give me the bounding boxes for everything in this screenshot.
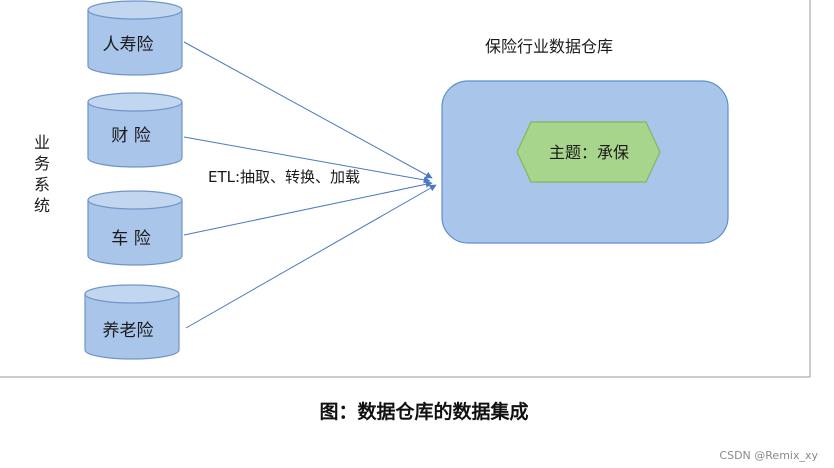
cylinder-body (87, 102, 183, 168)
database-label: 人寿险 (103, 35, 154, 55)
etl-label: ETL:抽取、转换、加载 (208, 168, 360, 186)
database-auto-insurance: 车 险 (87, 190, 183, 266)
warehouse-title: 保险行业数据仓库 (485, 37, 613, 56)
database-label: 养老险 (103, 321, 154, 341)
database-label: 财 险 (111, 126, 150, 146)
watermark: CSDN @Remix_xy (719, 449, 818, 462)
cylinder-top (87, 190, 183, 210)
flow-arrow (185, 184, 437, 329)
database-property-insurance: 财 险 (87, 92, 183, 168)
cylinder-body (87, 10, 183, 76)
database-life-insurance: 人寿险 (87, 0, 183, 76)
figure-frame (0, 0, 811, 378)
cylinder-top (87, 92, 183, 112)
business-systems-char: 系 (34, 175, 50, 194)
database-pension-insurance: 养老险 (84, 284, 180, 360)
business-systems-char: 统 (34, 196, 50, 215)
figure-caption: 图：数据仓库的数据集成 (319, 400, 528, 423)
database-label: 车 险 (111, 229, 150, 249)
business-systems-char: 业 (34, 133, 50, 152)
flow-arrow (183, 180, 433, 236)
flow-arrow (183, 136, 431, 184)
theme-label: 主题：承保 (549, 143, 629, 162)
cylinder-top (84, 284, 180, 304)
cylinder-body (84, 294, 180, 360)
flow-arrow (183, 41, 433, 179)
business-systems-label: 业 务 系 统 (34, 133, 50, 215)
cylinder-top (87, 0, 183, 20)
business-systems-char: 务 (34, 154, 50, 173)
theme-hexagon (516, 121, 661, 183)
cylinder-body (87, 200, 183, 266)
